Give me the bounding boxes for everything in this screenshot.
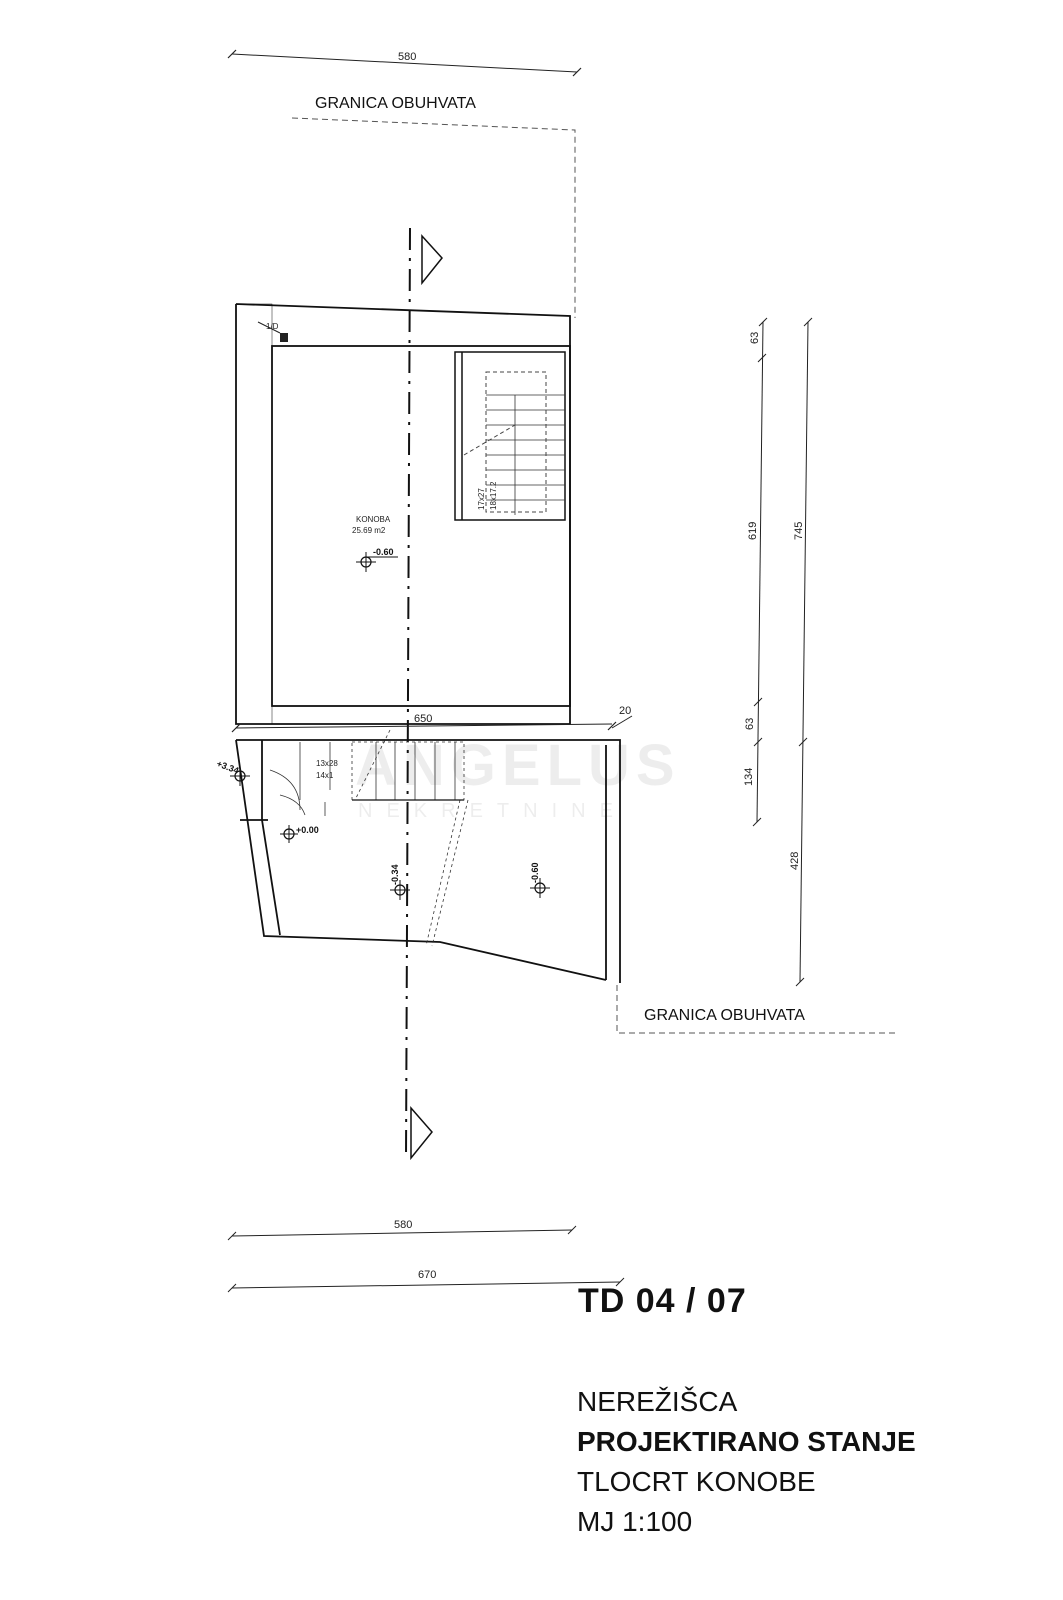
lower-building-walls [235, 739, 621, 983]
bottom-dimension-2 [227, 1277, 625, 1293]
level-label-left-edge: +3.34 [215, 758, 240, 775]
middle-offset-label: 20 [619, 705, 631, 717]
right-dim-seg-3: 63 [744, 718, 756, 730]
upper-stair-label-1: 17x27 [477, 488, 486, 510]
boundary-dashed-lines [291, 117, 898, 1034]
right-dim-total-2: 428 [789, 852, 801, 870]
corner-mark-label: 1/D [266, 322, 279, 331]
boundary-label-bottom: GRANICA OBUHVATA [644, 1007, 805, 1024]
title-location: NEREŽIŠCA [577, 1386, 738, 1417]
room-area: 25.69 m2 [352, 526, 386, 535]
title-block: NEREŽIŠCA PROJEKTIRANO STANJE TLOCRT KON… [577, 1382, 916, 1542]
room-name: KONOBA [356, 515, 391, 524]
right-dim-seg-1: 63 [749, 332, 761, 344]
sheet-code: TD 04 / 07 [578, 1282, 747, 1320]
upper-building-walls [235, 303, 571, 725]
watermark-subtitle: NEKRETNINE [358, 800, 627, 822]
top-dimension: 580 [227, 49, 582, 77]
level-label-entry: +0.00 [296, 825, 319, 835]
level-marker-entry-icon [280, 825, 298, 843]
section-cut-line [405, 227, 411, 1159]
top-dimension-label: 580 [398, 51, 416, 63]
level-marker-mid-icon [390, 880, 410, 900]
bottom-dimension-2-label: 670 [418, 1269, 436, 1281]
right-dimension-chain-inner [752, 317, 768, 827]
right-dim-seg-2: 619 [747, 522, 759, 540]
right-dim-seg-4: 134 [743, 768, 755, 786]
level-marker-room-icon [356, 552, 398, 572]
upper-stair-label-2: 18x17.2 [489, 481, 498, 510]
corner-mark: 1/D [257, 321, 288, 342]
right-dim-total-1: 745 [793, 522, 805, 540]
level-marker-left-edge-icon [230, 766, 250, 786]
level-marker-right-icon [530, 878, 550, 898]
bottom-dimension-1 [227, 1225, 577, 1241]
section-arrow-bottom-icon [410, 1106, 433, 1161]
title-drawing: TLOCRT KONOBE [577, 1466, 816, 1497]
lower-stair-label-1: 13x28 [316, 759, 338, 768]
title-scale: MJ 1:100 [577, 1506, 693, 1537]
bottom-dimension-1-label: 580 [394, 1219, 412, 1231]
boundary-label-top: GRANICA OBUHVATA [315, 95, 476, 112]
level-label-room: -0.60 [373, 547, 394, 557]
middle-dimension-label: 650 [414, 713, 432, 725]
level-label-right: -0.60 [530, 862, 540, 883]
upper-staircase [454, 351, 566, 521]
title-state: PROJEKTIRANO STANJE [577, 1426, 916, 1457]
section-arrow-top-icon [421, 234, 443, 286]
level-label-mid: -0.34 [390, 864, 400, 885]
lower-staircase [269, 729, 469, 947]
right-dimension-chain-outer [795, 317, 813, 987]
middle-dimension: 650 20 [231, 705, 633, 733]
lower-stair-label-2: 14x1 [316, 771, 334, 780]
